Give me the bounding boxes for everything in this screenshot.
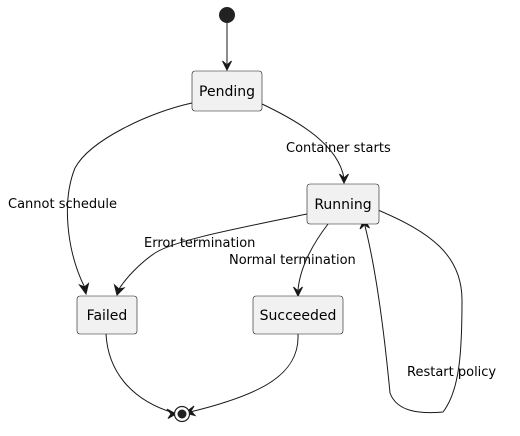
state-succeeded: Succeeded bbox=[252, 295, 344, 335]
arrowhead-pending bbox=[222, 60, 232, 72]
label-restart-policy: Restart policy bbox=[407, 365, 496, 380]
edge-failed-to-final bbox=[105, 333, 175, 414]
state-running: Running bbox=[306, 183, 380, 225]
arrowhead-succeeded bbox=[293, 286, 303, 298]
edge-pending-to-running bbox=[261, 103, 345, 179]
final-state-marker-dot bbox=[177, 409, 187, 419]
state-running-label: Running bbox=[314, 197, 371, 213]
edge-running-to-succeeded bbox=[297, 223, 329, 291]
label-normal-termination: Normal termination bbox=[229, 253, 356, 268]
state-pending: Pending bbox=[191, 70, 263, 112]
label-error-termination: Error termination bbox=[144, 236, 255, 251]
edge-running-to-failed bbox=[118, 213, 308, 290]
label-container-starts: Container starts bbox=[286, 141, 391, 156]
arrowhead-running bbox=[339, 173, 349, 185]
edge-succeeded-to-final bbox=[189, 333, 299, 413]
state-failed: Failed bbox=[76, 295, 138, 335]
arrowhead-failed-from-pending bbox=[78, 282, 90, 296]
edge-restart-policy-loop bbox=[364, 209, 463, 414]
state-succeeded-label: Succeeded bbox=[260, 308, 337, 324]
arrowhead-final-from-failed bbox=[166, 408, 178, 419]
arrowhead-failed-from-running bbox=[113, 283, 126, 296]
edge-pending-to-failed bbox=[66, 102, 193, 289]
initial-state-marker bbox=[219, 7, 235, 23]
state-pending-label: Pending bbox=[199, 84, 255, 100]
state-failed-label: Failed bbox=[87, 308, 128, 324]
label-cannot-schedule: Cannot schedule bbox=[8, 197, 117, 212]
